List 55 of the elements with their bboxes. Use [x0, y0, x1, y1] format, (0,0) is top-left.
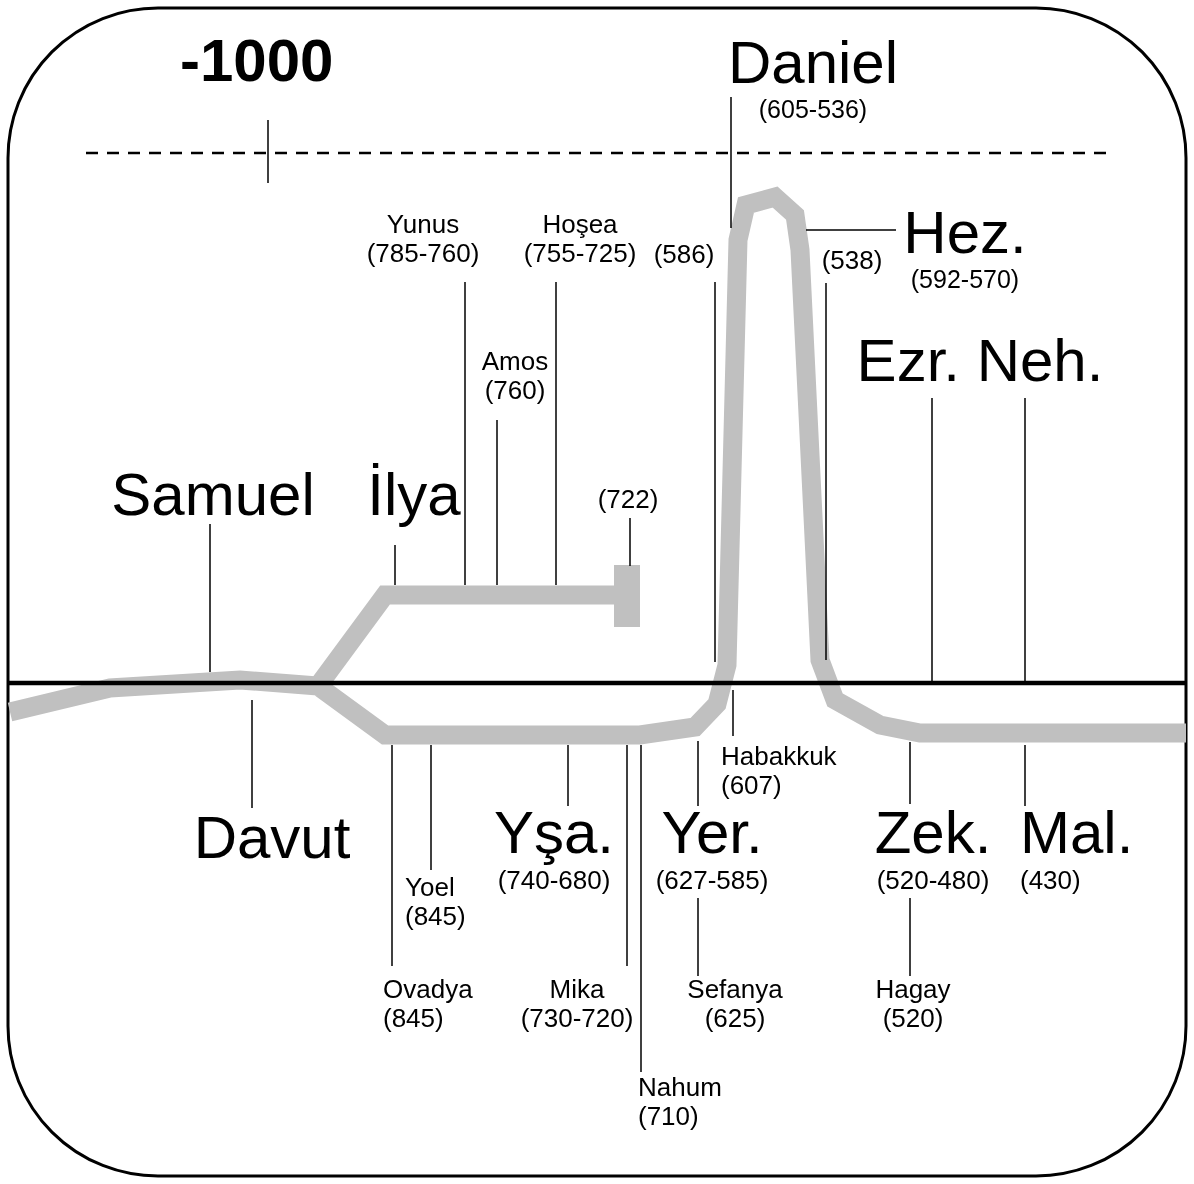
leader-line [697, 897, 699, 977]
year-label: -1000 [180, 28, 334, 94]
prophet-label: Ovadya (845) [383, 975, 473, 1033]
leader-line [730, 96, 732, 229]
prophet-name: Davut [193, 805, 351, 871]
prophet-label: Amos (760) [481, 347, 549, 405]
prophet-label: Mika (730-720) [520, 975, 634, 1033]
leader-line [697, 740, 699, 807]
leader-line [714, 281, 716, 663]
leader-line [825, 282, 827, 661]
date-label: (605-536) [758, 96, 868, 124]
leader-line [1024, 397, 1026, 684]
prophet-label: Yunus (785-760) [366, 210, 480, 268]
prophet-name: Samuel [111, 462, 315, 528]
prophet-name: Mal. [1020, 800, 1134, 866]
leader-line [909, 897, 911, 977]
prophet-label: Habakkuk (607) [721, 742, 837, 800]
leader-line [640, 744, 642, 1073]
leader-line [394, 544, 396, 586]
prophet-label: Yoel (845) [405, 873, 466, 931]
leader-line [430, 744, 432, 871]
prophet-label: Sefanya (625) [687, 975, 783, 1033]
leader-line [1024, 744, 1026, 807]
prophet-name: İlya [367, 462, 461, 528]
leader-line [909, 741, 911, 805]
date-label: (538) [821, 246, 883, 275]
prophet-name: Daniel [727, 30, 899, 96]
prophet-name: Hez. [903, 200, 1027, 266]
prophet-label: Nahum (710) [638, 1073, 722, 1131]
date-label: (592-570) [910, 266, 1020, 294]
prophet-label: Hoşea (755-725) [523, 210, 637, 268]
leader-line [805, 229, 897, 231]
leader-line [209, 523, 211, 673]
date-label: (627-585) [655, 866, 769, 895]
leader-line [629, 517, 631, 567]
leader-line [464, 281, 466, 586]
leader-line [251, 699, 253, 809]
leader-line [496, 419, 498, 586]
date-label: (430) [1020, 866, 1081, 895]
date-label: (586) [653, 240, 715, 269]
leader-line [931, 397, 933, 684]
date-label: (520-480) [876, 866, 990, 895]
prophet-name: Yer. [661, 800, 763, 866]
leader-line [626, 744, 628, 967]
timeline-band-drawing [7, 186, 1186, 745]
leader-line [567, 744, 569, 807]
leader-line [555, 281, 557, 586]
date-label: (722) [597, 485, 659, 514]
date-label: (740-680) [497, 866, 611, 895]
prophet-name: Ezr. Neh. [856, 328, 1104, 394]
leader-line [732, 689, 734, 737]
prophet-name: Yşa. [493, 800, 615, 866]
prophet-label: Hagay (520) [875, 975, 951, 1033]
leader-line [391, 744, 393, 967]
prophet-name: Zek. [874, 800, 992, 866]
